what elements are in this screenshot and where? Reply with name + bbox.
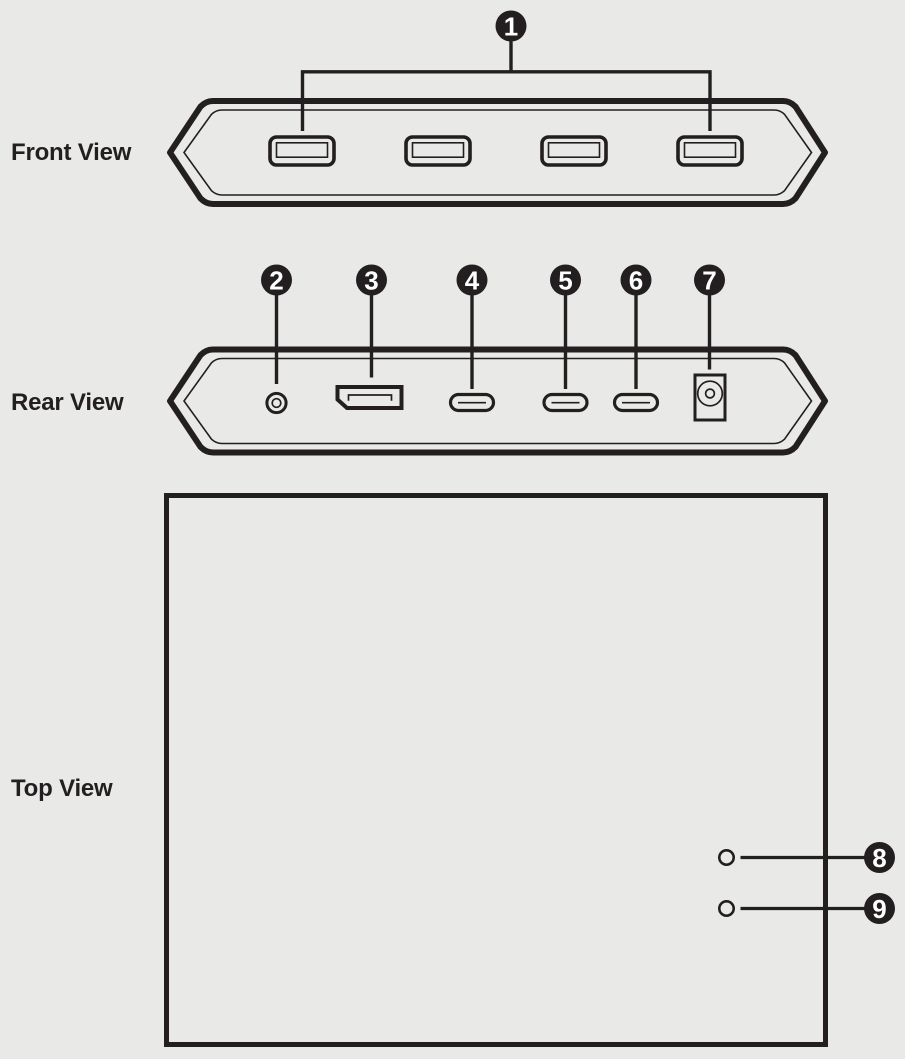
usb-a-port-tongue: [683, 142, 737, 159]
usb-c-port-outline: [612, 392, 660, 413]
usb-c-port: [448, 392, 496, 413]
callout-2-badge: [261, 264, 292, 296]
displayport-inner-slot: [347, 394, 393, 401]
callout-3-badge: [356, 264, 387, 296]
usb-a-port-tongue: [411, 142, 465, 159]
usb-a-port-tongue: [547, 142, 601, 159]
usb-c-port-outline: [448, 392, 496, 413]
usb-c-port-outline: [542, 392, 589, 413]
usb-a-port-outline: [676, 135, 744, 167]
callout-7-number: 7: [702, 266, 716, 296]
displayport-outline: [335, 385, 404, 410]
callout-5-badge: [550, 264, 581, 296]
dc-jack-outline: [693, 373, 727, 422]
pushbutton-8: [717, 848, 735, 866]
usb-a-port: [404, 135, 472, 167]
callout-5-number: 5: [558, 266, 572, 296]
audio-jack-port: [265, 391, 288, 415]
callout-1-leader-line: [300, 41, 712, 131]
callout-9-badge: [864, 893, 895, 924]
audio-jack-inner-ring: [271, 397, 282, 409]
usb-a-port: [268, 135, 336, 167]
usb-c-port: [612, 392, 660, 413]
usb-c-port: [542, 392, 589, 413]
front-chassis-outline: [167, 98, 828, 207]
callout-4-number: 4: [465, 266, 480, 296]
rear-view-diagram: 2 3 4 5 6 7: [167, 264, 828, 456]
dc-power-jack-port: [693, 373, 727, 422]
front-view-label: Front View: [11, 139, 132, 166]
callout-1-number: 1: [504, 12, 518, 42]
top-panel-outline: [164, 493, 828, 1047]
rear-chassis-inner-line: [183, 357, 813, 445]
dc-jack-pin: [704, 388, 716, 399]
audio-jack-outer-ring: [265, 391, 288, 415]
callout-2-number: 2: [269, 266, 283, 296]
callout-7-badge: [694, 264, 725, 296]
usb-a-port-tongue: [275, 142, 329, 159]
front-view-diagram: 1: [167, 10, 828, 207]
rear-chassis-outline: [167, 346, 828, 456]
callout-3-number: 3: [364, 266, 378, 296]
callout-8-badge: [864, 842, 895, 873]
top-view-label: Top View: [11, 775, 113, 802]
top-view-diagram: 8 9: [164, 493, 895, 1047]
callout-9-number: 9: [872, 894, 886, 924]
dc-jack-barrel: [696, 380, 724, 407]
callout-8-number: 8: [872, 843, 886, 873]
pushbutton-9: [717, 899, 735, 917]
usb-a-port-outline: [540, 135, 608, 167]
callout-1-badge: [495, 10, 527, 42]
front-chassis-inner-line: [183, 109, 813, 196]
usb-a-port: [540, 135, 608, 167]
displayport-port: [335, 385, 404, 410]
usb-a-port-outline: [404, 135, 472, 167]
callout-6-number: 6: [629, 266, 643, 296]
usb-a-port-outline: [268, 135, 336, 167]
callout-4-badge: [456, 264, 488, 296]
callout-6-badge: [620, 264, 652, 296]
rear-view-label: Rear View: [11, 389, 124, 416]
usb-a-port: [676, 135, 744, 167]
